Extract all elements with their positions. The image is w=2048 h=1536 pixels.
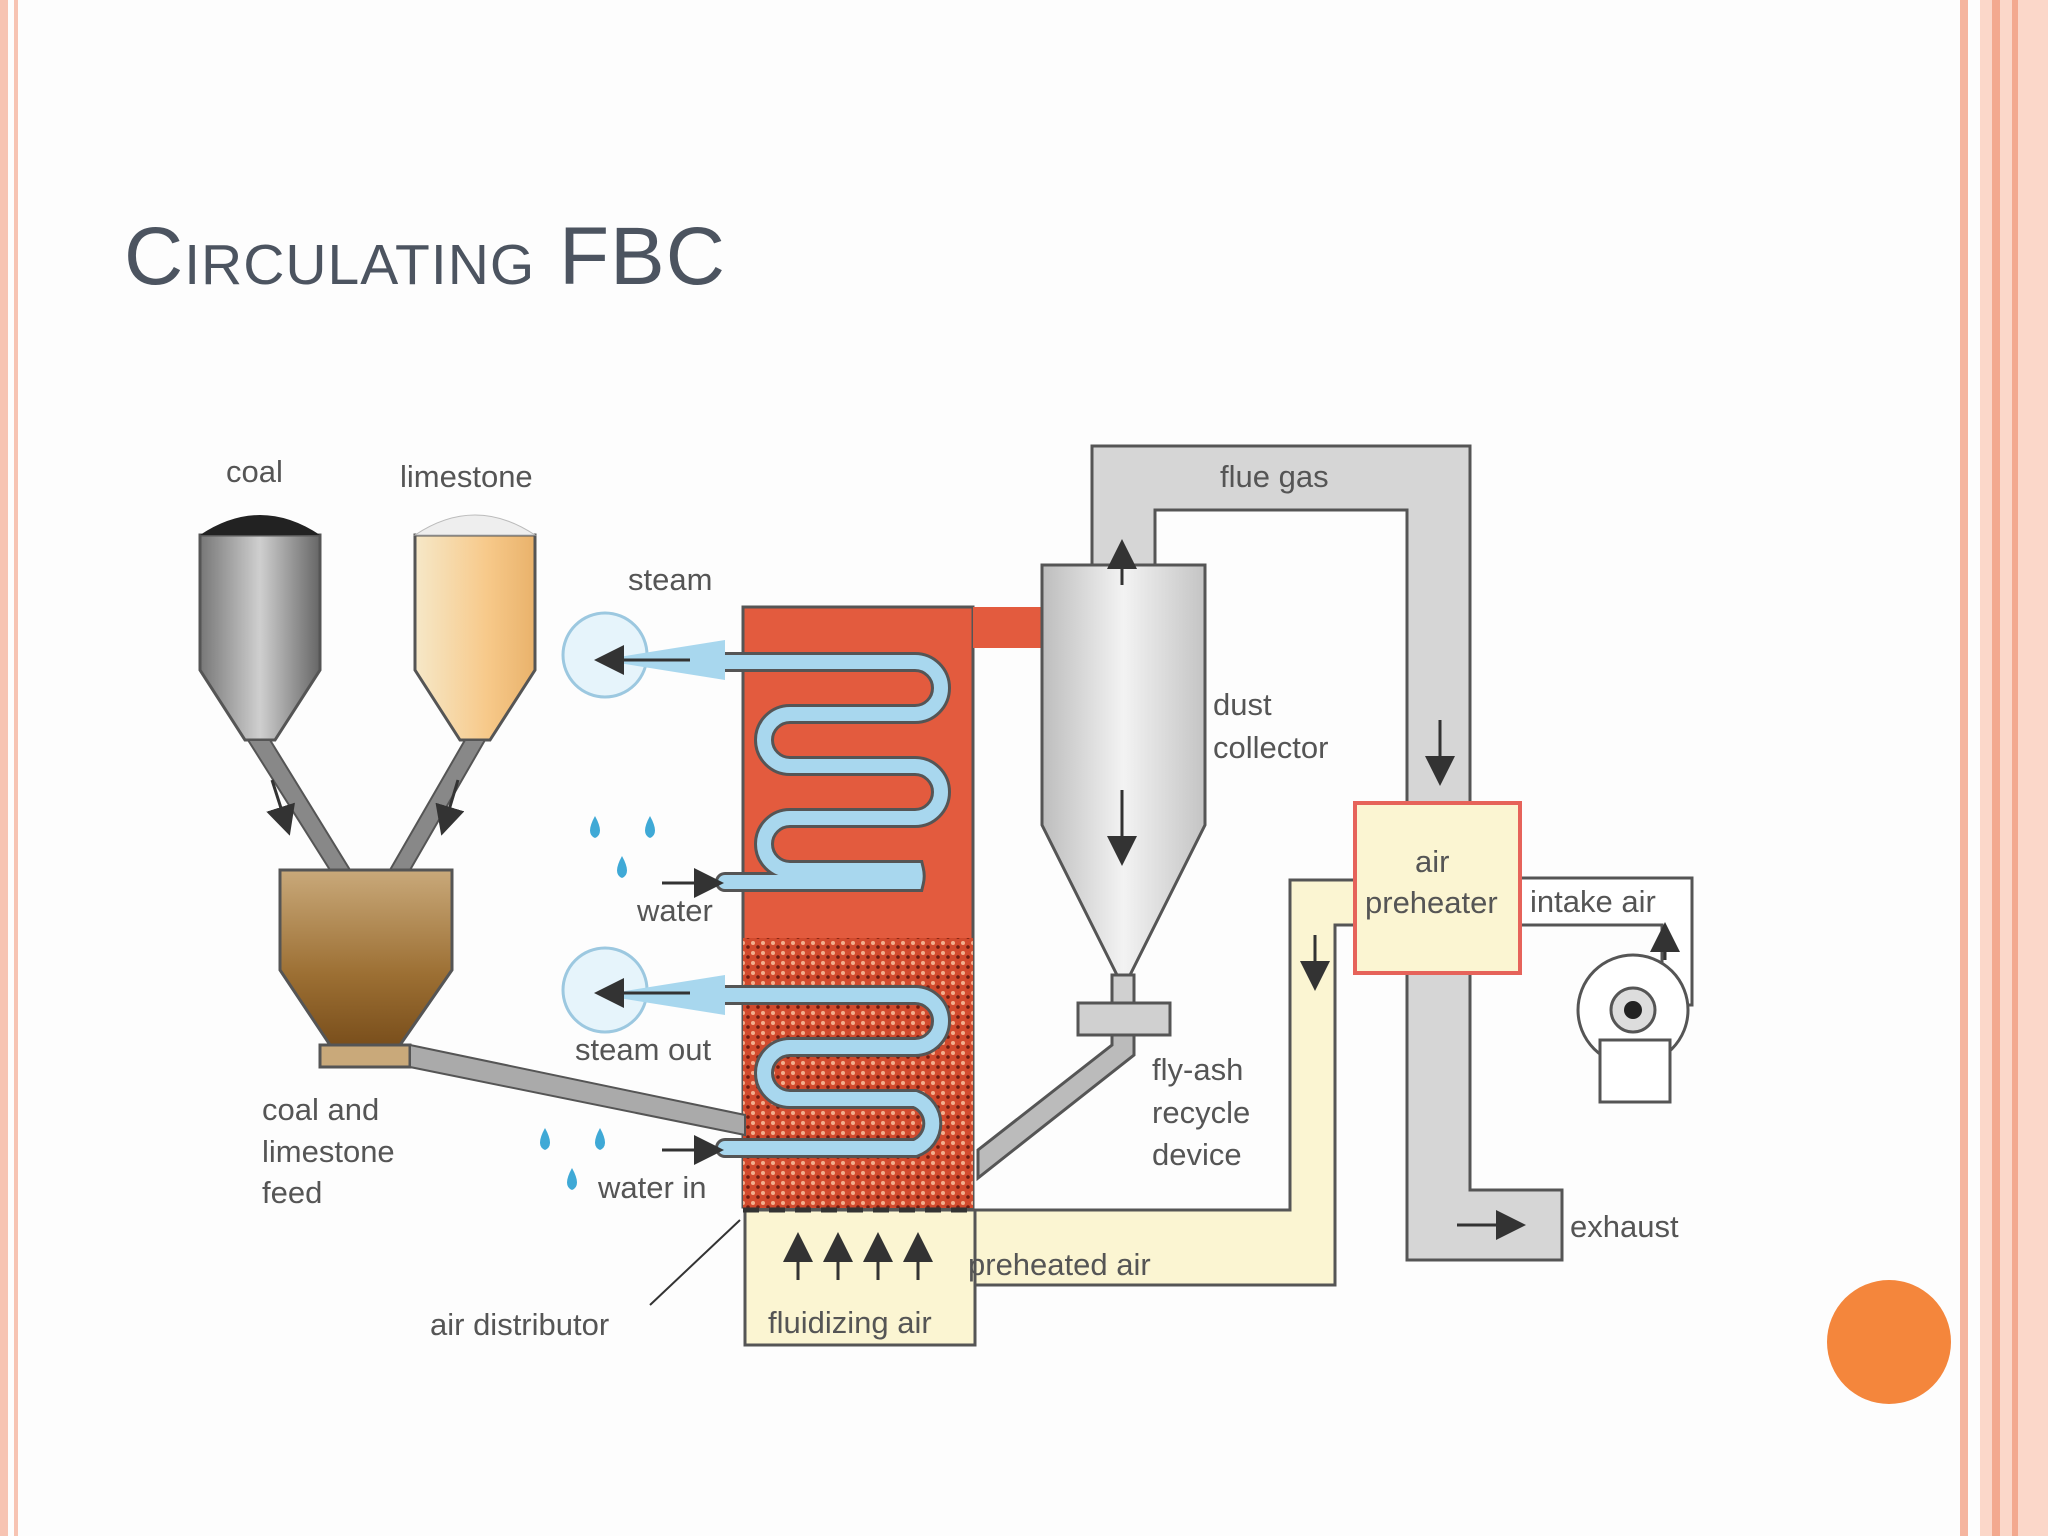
- coal-silo: [198, 515, 352, 871]
- intake-fan: [1576, 953, 1690, 1104]
- limestone-silo: [388, 514, 537, 871]
- label-steam: steam: [628, 562, 712, 597]
- label-air-preheater-1: air: [1415, 844, 1449, 879]
- label-water-in: water in: [597, 1170, 707, 1205]
- label-exhaust: exhaust: [1570, 1209, 1679, 1244]
- water-drops-bottom: [540, 1128, 605, 1190]
- air-distributor-leader: [649, 1219, 741, 1306]
- label-feed-line-2: limestone: [262, 1134, 395, 1169]
- label-dust-collector-1: dust: [1213, 687, 1272, 722]
- label-air-preheater-2: preheater: [1365, 885, 1498, 920]
- label-fly-ash-3: device: [1152, 1137, 1242, 1172]
- label-steam-out: steam out: [575, 1032, 712, 1067]
- label-feed-line-1: coal and: [262, 1092, 379, 1127]
- furnace: [741, 605, 1045, 1213]
- slide-title: Circulating FBC: [124, 211, 726, 302]
- label-flue-gas: flue gas: [1220, 459, 1329, 494]
- right-border-stripe-inner: [1992, 0, 2000, 1536]
- label-preheated-air: preheated air: [968, 1247, 1151, 1282]
- steam-cloud-top: [561, 611, 725, 699]
- left-border-stripe-thin: [14, 0, 18, 1536]
- label-water: water: [636, 893, 713, 928]
- accent-dot: [1827, 1280, 1951, 1404]
- label-feed-line-3: feed: [262, 1175, 322, 1210]
- dust-collector: [976, 563, 1207, 1182]
- label-fly-ash-2: recycle: [1152, 1095, 1250, 1130]
- cfbc-diagram: coal limestone steam water steam out wat…: [198, 444, 1694, 1347]
- right-border-stripe-outer: [2012, 0, 2018, 1536]
- water-drops-top: [590, 816, 655, 878]
- air-preheater: [1353, 801, 1522, 975]
- heat-exchanger-tubes: [715, 652, 951, 1158]
- left-border-stripe: [0, 0, 8, 1536]
- right-border-stripe: [1960, 0, 1968, 1536]
- label-air-distributor: air distributor: [430, 1307, 609, 1342]
- label-dust-collector-2: collector: [1213, 730, 1328, 765]
- steam-cloud-bottom: [561, 946, 725, 1034]
- feed-hopper: [278, 868, 746, 1137]
- flow-arrows: [266, 539, 1680, 1280]
- label-coal: coal: [226, 454, 283, 489]
- label-limestone: limestone: [400, 459, 533, 494]
- label-fluidizing-air: fluidizing air: [768, 1305, 932, 1340]
- flue-gas-duct: [1090, 444, 1564, 1262]
- label-fly-ash-1: fly-ash: [1152, 1052, 1243, 1087]
- label-intake-air: intake air: [1530, 884, 1656, 919]
